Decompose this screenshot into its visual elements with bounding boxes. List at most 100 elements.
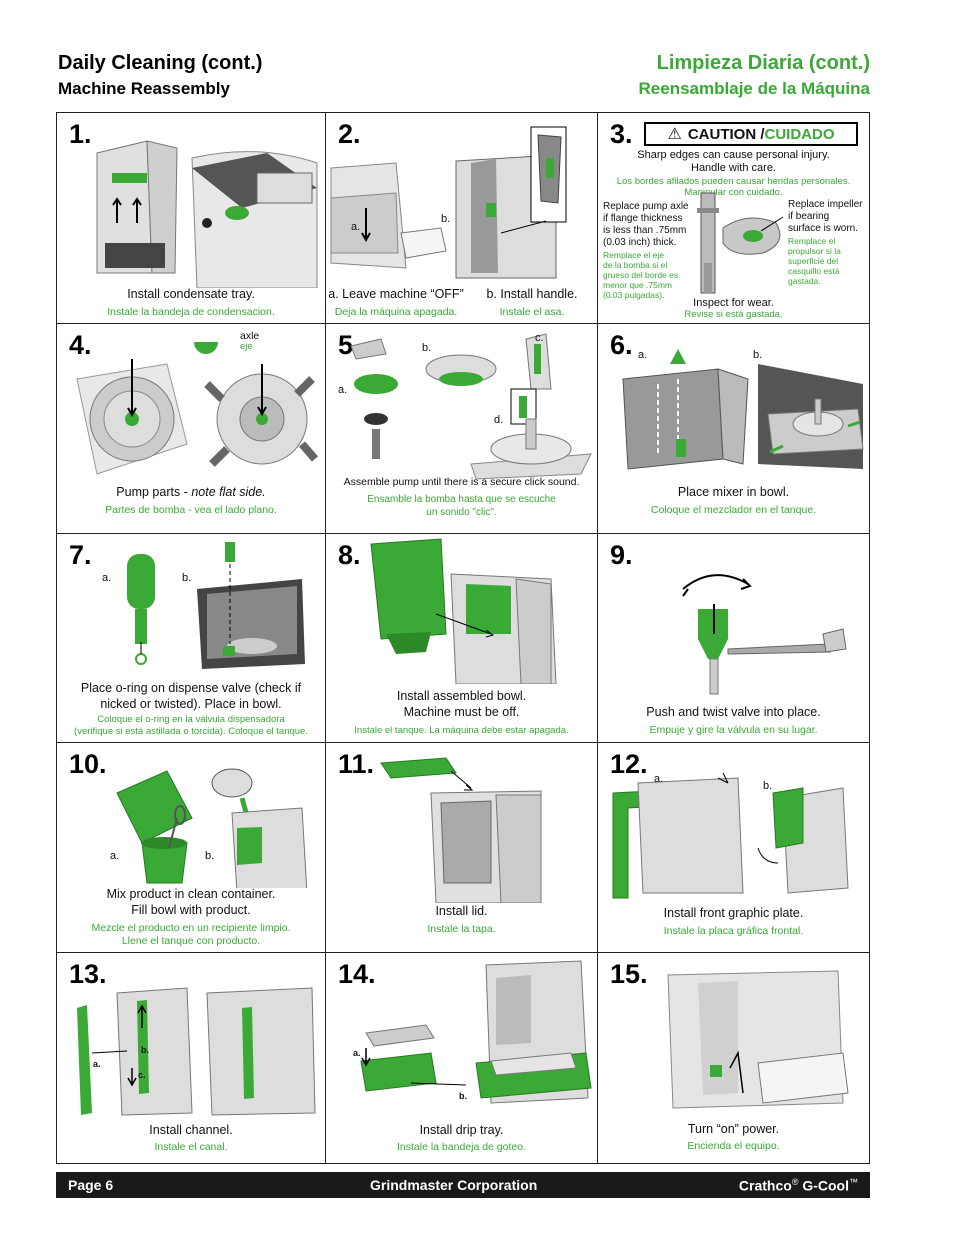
step-caption-es: Instale la tapa. bbox=[427, 923, 496, 935]
step-number: 7. bbox=[69, 540, 92, 570]
pump-parts-illustration bbox=[76, 342, 319, 475]
lid-illustration bbox=[380, 757, 542, 903]
step-number: 12. bbox=[610, 749, 648, 779]
step-13: 13. a. b. c. Install channel. Instale el… bbox=[57, 953, 326, 1163]
step-caption-es: Mezcle el producto en un recipiente limp… bbox=[91, 922, 291, 947]
page-number: Page 6 bbox=[68, 1177, 114, 1193]
label-c: c. bbox=[138, 1070, 146, 1080]
step-3: 3. ⚠ CAUTION / CUIDADO Sharp edges can c… bbox=[598, 113, 869, 324]
label-b: b. bbox=[422, 342, 432, 354]
step-caption-es-b: Instale el asa. bbox=[499, 306, 565, 318]
twist-valve-illustration bbox=[682, 574, 847, 695]
steps-grid: 1. Install condensate tray. Instale la b… bbox=[56, 112, 870, 1164]
label-b: b. bbox=[441, 213, 451, 225]
product-name: Crathco® G-Cool™ bbox=[738, 1177, 858, 1194]
step-caption-es: Instale la bandeja de condensacion. bbox=[107, 306, 275, 318]
label-a: a. bbox=[638, 349, 648, 361]
step-5: 5. b. c. a. d. Assemble pump until there… bbox=[326, 324, 598, 534]
step-8: 8. Install assembled bowl.Machine must b… bbox=[326, 534, 598, 743]
label-a: a. bbox=[338, 384, 348, 396]
step-caption: Install lid. bbox=[435, 904, 488, 918]
label-b: b. bbox=[205, 850, 215, 862]
company-name: Grindmaster Corporation bbox=[370, 1177, 538, 1193]
step-caption: Install assembled bowl.Machine must be o… bbox=[396, 689, 527, 719]
power-switch-illustration bbox=[667, 970, 849, 1109]
step-number: 2. bbox=[338, 119, 361, 149]
page-title-es: Limpieza Diaria (cont.) bbox=[656, 52, 870, 74]
label-a: a. bbox=[110, 850, 120, 862]
caution-label-es: CUIDADO bbox=[764, 125, 835, 143]
step-number: 10. bbox=[69, 749, 107, 779]
assembled-bowl-illustration bbox=[370, 538, 557, 684]
step-number: 11. bbox=[338, 749, 375, 779]
axle-label-es: eje bbox=[240, 341, 253, 352]
step-caption: Install channel. bbox=[149, 1123, 233, 1137]
step-number: 6. bbox=[610, 330, 633, 360]
step-number: 8. bbox=[338, 540, 361, 570]
step-caption: Inspect for wear. bbox=[693, 297, 774, 309]
step-caption: Place mixer in bowl. bbox=[677, 485, 790, 499]
step-caption-a: a. Leave machine “OFF” bbox=[328, 287, 464, 301]
step-11: 11. Install lid. Instale la tapa. bbox=[326, 743, 598, 953]
warning-text: Sharp edges can cause personal injury. H… bbox=[637, 149, 830, 174]
header-left: Daily Cleaning (cont.) Machine Reassembl… bbox=[58, 52, 262, 99]
step-number: 13. bbox=[69, 959, 107, 989]
step-caption: Mix product in clean container.Fill bowl… bbox=[106, 887, 276, 917]
drip-tray-illustration bbox=[360, 960, 592, 1104]
step-caption: Pump parts - note flat side. bbox=[116, 485, 266, 499]
page-footer: Page 6 Grindmaster Corporation Crathco® … bbox=[56, 1172, 870, 1198]
step-caption-es: Instale el tanque. La máquina debe estar… bbox=[354, 725, 569, 736]
step-caption: Turn “on” power. bbox=[687, 1122, 780, 1136]
step-caption-es: Instale la bandeja de goteo. bbox=[396, 1141, 527, 1153]
label-d: d. bbox=[494, 414, 504, 426]
page-title: Daily Cleaning (cont.) bbox=[58, 52, 263, 74]
step-6: 6. a. b. Place mixer in bowl. Coloque el… bbox=[598, 324, 869, 534]
label-a: a. bbox=[93, 1059, 101, 1069]
step-7: 7. a. b. Place o-ring on dispense valve … bbox=[57, 534, 326, 743]
step-caption-es: Coloque el mezclador en el tanque. bbox=[650, 504, 817, 516]
step-15: 15. Turn “on” power. Encienda el equipo. bbox=[598, 953, 869, 1163]
step-14: 14. a. b. Install drip tray. Instale la … bbox=[326, 953, 598, 1163]
step-number: 15. bbox=[610, 959, 648, 989]
page-subtitle: Machine Reassembly bbox=[58, 79, 230, 98]
label-b: b. bbox=[459, 1091, 467, 1101]
step-caption-b: b. Install handle. bbox=[486, 287, 578, 301]
handle-illustration bbox=[330, 126, 567, 279]
front-graphic-plate-illustration bbox=[612, 772, 849, 899]
step-caption-es: Instale el canal. bbox=[154, 1141, 228, 1153]
label-b: b. bbox=[182, 572, 192, 584]
step-10: 10. a. b. Mix product in clean container… bbox=[57, 743, 326, 953]
step-12: 12. a. b. Install front graphic plate. I… bbox=[598, 743, 869, 953]
label-a: a. bbox=[353, 1048, 361, 1058]
step-caption-es: Revise si está gastada. bbox=[684, 309, 783, 320]
label-b: b. bbox=[763, 780, 773, 792]
label-b: b. bbox=[141, 1045, 149, 1055]
caution-box: ⚠ CAUTION / CUIDADO bbox=[644, 122, 858, 146]
step-caption-es: Empuje y gire la válvula en su lugar. bbox=[649, 724, 818, 736]
pump-assembly-illustration bbox=[350, 333, 592, 480]
step-caption: Assemble pump until there is a secure cl… bbox=[343, 476, 580, 488]
header-right: Limpieza Diaria (cont.) Reensamblaje de … bbox=[639, 52, 870, 99]
page-subtitle-es: Reensamblaje de la Máquina bbox=[638, 79, 870, 98]
step-caption-es: Instale la placa gráfica frontal. bbox=[663, 925, 804, 937]
label-a: a. bbox=[351, 221, 361, 233]
warning-icon: ⚠ bbox=[667, 126, 682, 143]
label-a: a. bbox=[102, 572, 112, 584]
step-caption: Place o-ring on dispense valve (check if… bbox=[80, 681, 302, 711]
step-caption-es: Coloque el o-ring en la válvula dispensa… bbox=[74, 714, 308, 737]
step-caption: Install drip tray. bbox=[419, 1123, 504, 1137]
condensate-tray-illustration bbox=[96, 140, 318, 288]
step-1: 1. Install condensate tray. Instale la b… bbox=[57, 113, 326, 324]
step-caption: Install condensate tray. bbox=[127, 287, 255, 301]
axle-label: axle bbox=[240, 330, 260, 342]
dispense-valve-illustration bbox=[127, 542, 305, 669]
step-number: 4. bbox=[69, 330, 92, 360]
mixer-illustration bbox=[622, 349, 864, 470]
label-b: b. bbox=[753, 349, 763, 361]
step-number: 14. bbox=[338, 959, 376, 989]
step-caption: Push and twist valve into place. bbox=[646, 705, 821, 719]
step-caption-es: Partes de bomba - vea el lado plano. bbox=[105, 504, 277, 516]
step-9: 9. Push and twist valve into place. Empu… bbox=[598, 534, 869, 743]
step-number: 3. bbox=[610, 119, 633, 149]
